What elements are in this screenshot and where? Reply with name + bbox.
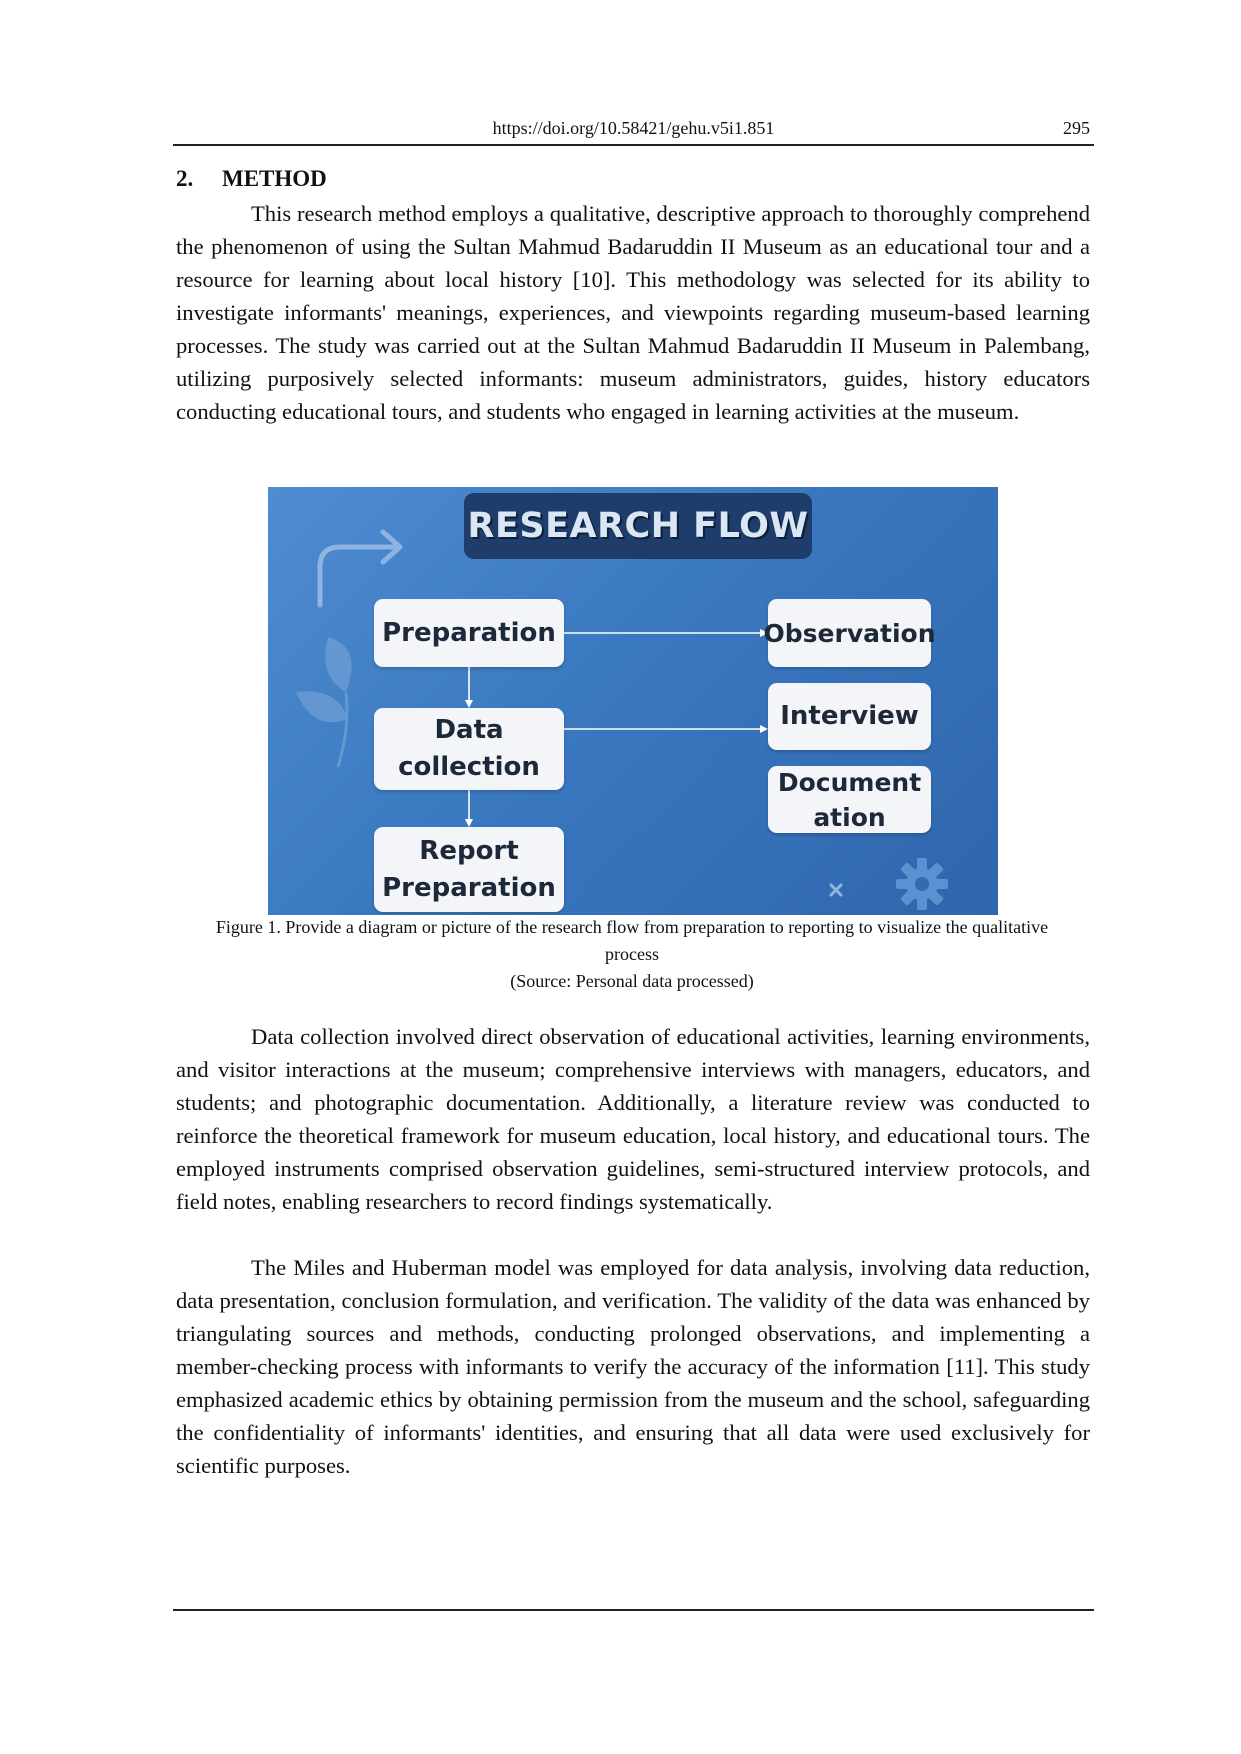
section-number: 2. bbox=[176, 166, 194, 191]
curved-arrow-icon bbox=[317, 544, 401, 608]
box-report-line1: Report bbox=[419, 835, 519, 866]
paragraph-data-collection: Data collection involved direct observat… bbox=[176, 1024, 1090, 1214]
leaf-icon bbox=[325, 637, 352, 692]
box-preparation: Preparation bbox=[374, 599, 564, 667]
page-number: 295 bbox=[1063, 118, 1090, 138]
footer-rule bbox=[173, 1609, 1094, 1611]
figure-title: RESEARCH FLOW bbox=[467, 506, 809, 546]
box-interview: Interview bbox=[768, 683, 931, 750]
gear-icon bbox=[896, 858, 948, 910]
curved-arrow-head bbox=[380, 529, 403, 565]
box-observation: Observation bbox=[764, 599, 936, 667]
section-title: METHOD bbox=[222, 166, 327, 191]
box-data-line2: collection bbox=[398, 752, 540, 782]
section-heading: 2. METHOD bbox=[176, 166, 327, 192]
paragraph-analysis: The Miles and Huberman model was employe… bbox=[176, 1255, 1090, 1478]
x-mark-icon bbox=[829, 883, 843, 897]
box-data-line1: Data bbox=[434, 715, 504, 745]
box-interview-label: Interview bbox=[780, 701, 919, 731]
box-preparation-label: Preparation bbox=[382, 617, 556, 648]
paragraph-method: This research method employs a qualitati… bbox=[176, 201, 1090, 424]
page-header: https://doi.org/10.58421/gehu.v5i1.851 2… bbox=[173, 118, 1094, 146]
figure-caption: Figure 1. Provide a diagram or picture o… bbox=[215, 917, 1049, 964]
box-doc-line2: ation bbox=[813, 802, 886, 832]
research-flow-figure: RESEARCH FLOW Preparation Data collection… bbox=[268, 487, 998, 915]
box-observation-label: Observation bbox=[763, 618, 936, 648]
box-documentation: Document ation bbox=[768, 766, 931, 833]
figure-title-box: RESEARCH FLOW bbox=[464, 493, 812, 559]
leaf-stem bbox=[336, 691, 349, 768]
doi-link[interactable]: https://doi.org/10.58421/gehu.v5i1.851 bbox=[492, 118, 775, 138]
box-report-line2: Preparation bbox=[382, 872, 556, 903]
figure-decorations bbox=[296, 529, 843, 897]
box-doc-line1: Document bbox=[777, 767, 922, 797]
box-data-collection-label: Data collection bbox=[398, 712, 540, 786]
leaf-icon-2 bbox=[296, 691, 348, 723]
figure-source: (Source: Personal data processed) bbox=[510, 971, 754, 991]
box-documentation-label: Document ation bbox=[778, 765, 921, 835]
box-data-collection: Data collection bbox=[374, 708, 564, 790]
